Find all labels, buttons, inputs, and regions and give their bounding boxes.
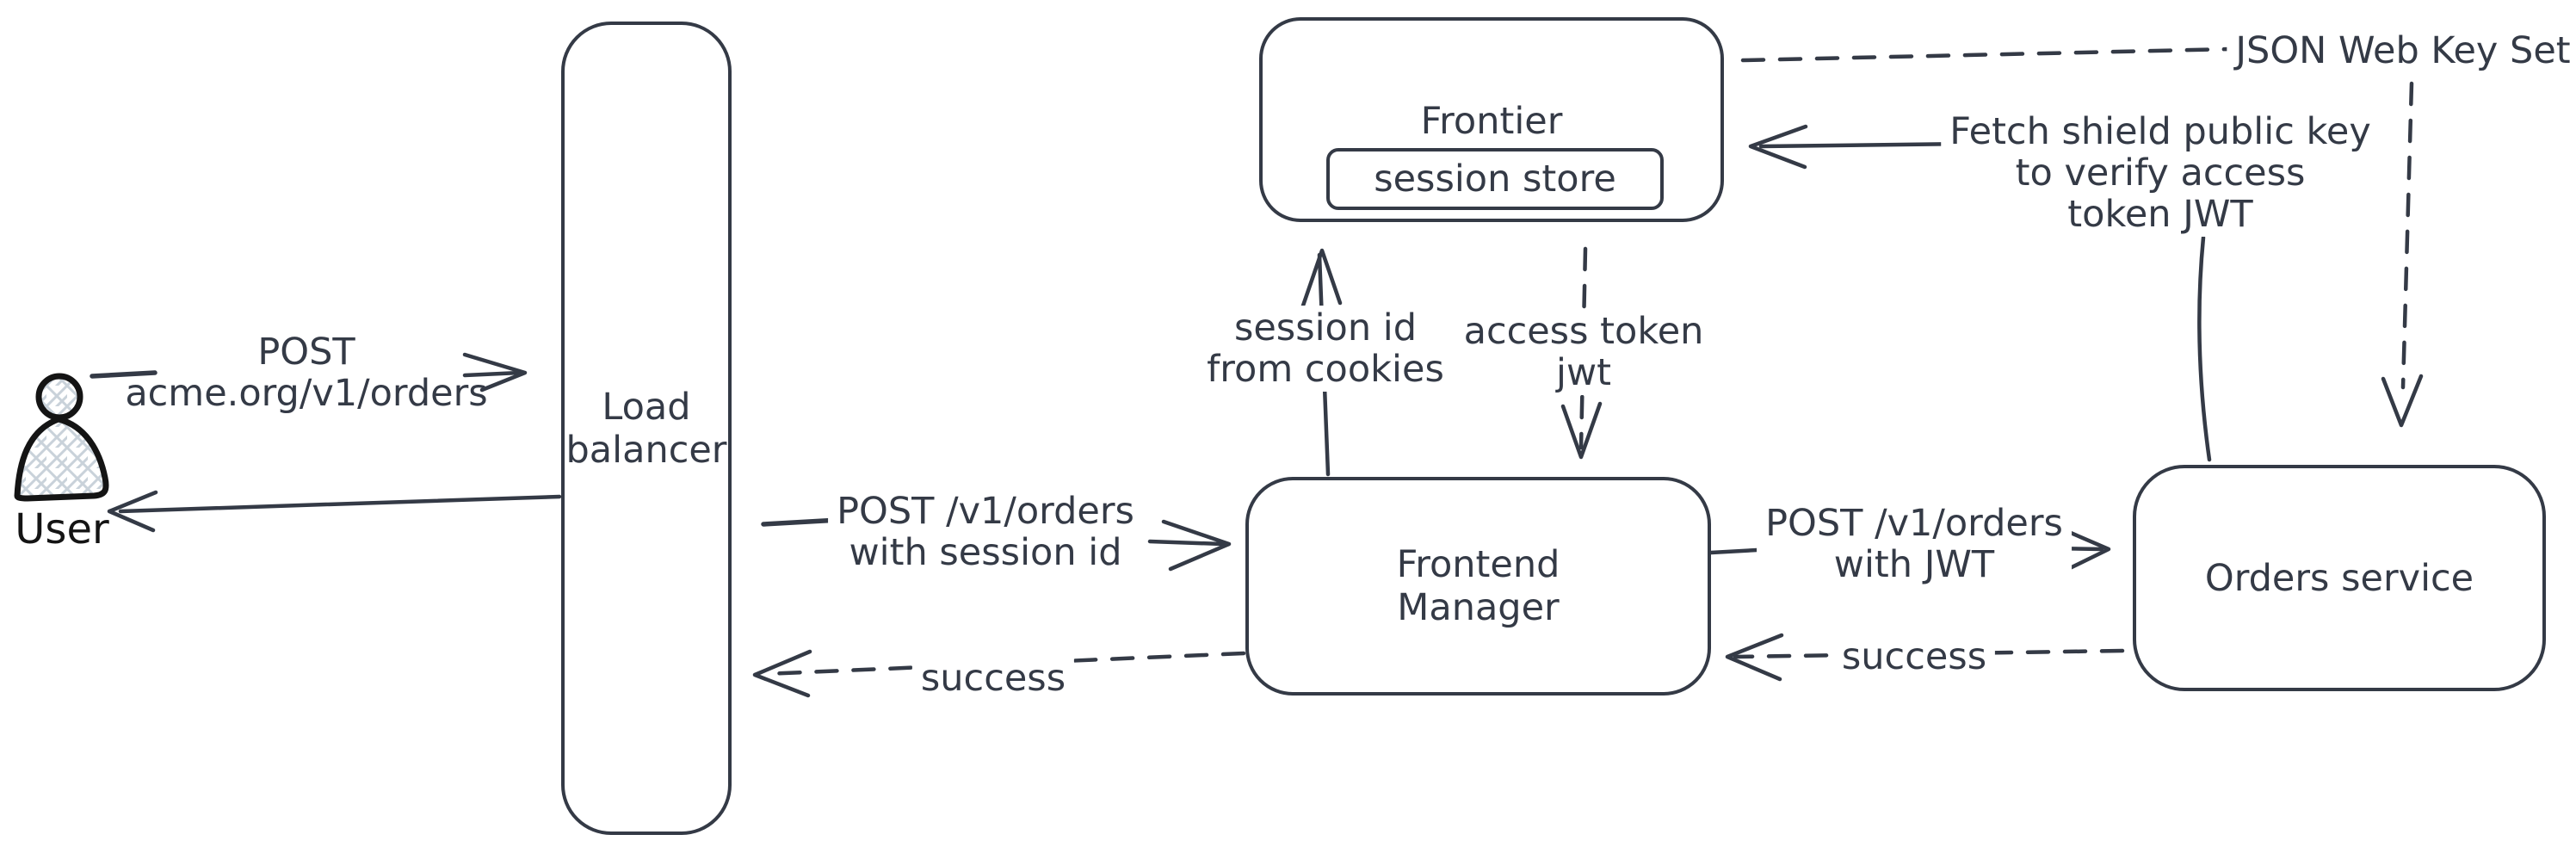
label-success-right: success: [1832, 634, 1996, 679]
label-access-token-jwt: access token jwt: [1455, 309, 1713, 395]
frontier-label: Frontier: [1420, 100, 1563, 143]
arrowhead-up: [1300, 248, 1343, 308]
label-fetch-shield-public-key: Fetch shield public key to verify access…: [1941, 109, 2380, 237]
session-store-label: session store: [1374, 158, 1616, 201]
arrow-jwks: [1740, 46, 2424, 428]
node-load-balancer: Load balancer: [561, 22, 732, 835]
orders-service-label: Orders service: [2204, 556, 2474, 600]
label-post-orders-session-id: POST /v1/orders with session id: [828, 489, 1143, 575]
user-label: User: [15, 505, 109, 553]
frontend-manager-label-line1: Frontend: [1396, 543, 1560, 586]
arrowhead-left: [1725, 633, 1784, 682]
label-session-id-from-cookies: session id from cookies: [1198, 306, 1453, 392]
label-post-orders-jwt: POST /v1/orders with JWT: [1757, 501, 2072, 587]
label-post-acme-orders: POST acme.org/v1/orders: [125, 331, 488, 415]
label-success-left: success: [911, 656, 1075, 701]
load-balancer-label-line1: Load: [602, 385, 691, 429]
user-icon: [14, 373, 109, 502]
arrowhead-left: [752, 649, 812, 698]
arrowhead-right: [1161, 519, 1232, 572]
arrow-orders-service-to-frontier: [1748, 124, 2212, 462]
node-frontend-manager: Frontend Manager: [1245, 477, 1711, 696]
node-orders-service: Orders service: [2133, 465, 2546, 691]
arrow-user-to-load-balancer: [90, 352, 528, 393]
arrowhead-down: [2381, 374, 2424, 428]
arrowhead-down: [1560, 401, 1603, 460]
arrow-load-balancer-to-frontend-manager: [761, 517, 1232, 572]
user-head: [35, 373, 83, 421]
arrowhead-left: [107, 490, 158, 533]
arrowhead-right: [462, 352, 528, 393]
arrow-frontier-to-frontend-manager: [1560, 246, 1603, 460]
arrow-load-balancer-to-user: [107, 490, 562, 533]
user-body: [14, 416, 109, 502]
arrowhead-left: [1748, 124, 1808, 170]
label-json-web-key-set: JSON Web Key Set: [2227, 28, 2576, 73]
load-balancer-label-line2: balancer: [565, 428, 727, 472]
arrowhead-right: [2062, 528, 2111, 571]
node-session-store: session store: [1326, 148, 1664, 210]
frontend-manager-label-line2: Manager: [1397, 586, 1560, 629]
